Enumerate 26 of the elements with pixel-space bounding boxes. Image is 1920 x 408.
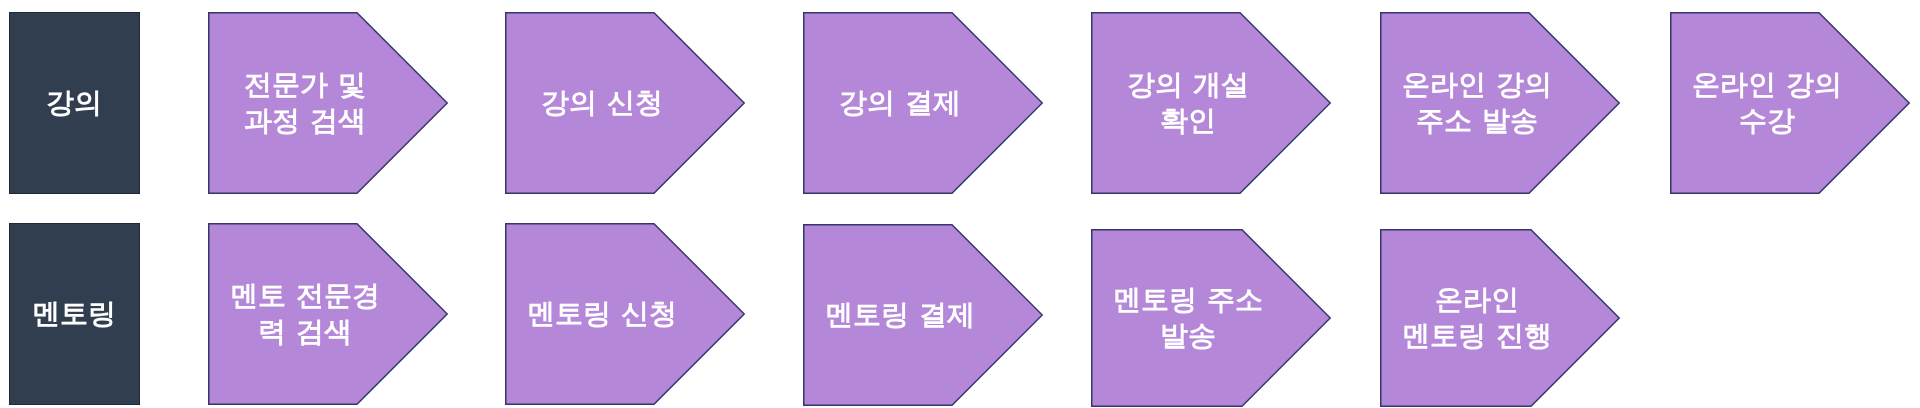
- process-step: [1091, 229, 1331, 407]
- step-label: 멘토 전문경력 검색: [229, 278, 381, 350]
- step-label: 멘토링 신청: [526, 296, 678, 332]
- process-step: [505, 223, 745, 405]
- step-label: 강의 결제: [838, 85, 962, 121]
- process-step: [1380, 12, 1620, 194]
- step-label: 온라인 강의 수강: [1691, 67, 1843, 139]
- process-step: [208, 12, 448, 194]
- process-step: [1091, 12, 1331, 194]
- category-label: 멘토링: [31, 296, 117, 332]
- process-step: [803, 12, 1043, 194]
- process-step: [1670, 12, 1910, 194]
- process-step: [505, 12, 745, 194]
- step-label: 강의 개설 확인: [1126, 67, 1250, 139]
- step-label: 전문가 및 과정 검색: [243, 67, 367, 139]
- step-label: 온라인 강의 주소 발송: [1401, 67, 1553, 139]
- process-step: [803, 224, 1043, 406]
- step-label: 멘토링 주소 발송: [1112, 282, 1264, 354]
- step-label: 온라인 멘토링 진행: [1401, 282, 1553, 354]
- category-header: [9, 223, 140, 405]
- category-label: 강의: [45, 85, 103, 121]
- category-header: [9, 12, 140, 194]
- step-label: 멘토링 결제: [824, 297, 976, 333]
- step-label: 강의 신청: [540, 85, 664, 121]
- process-step: [1380, 229, 1620, 407]
- process-step: [208, 223, 448, 405]
